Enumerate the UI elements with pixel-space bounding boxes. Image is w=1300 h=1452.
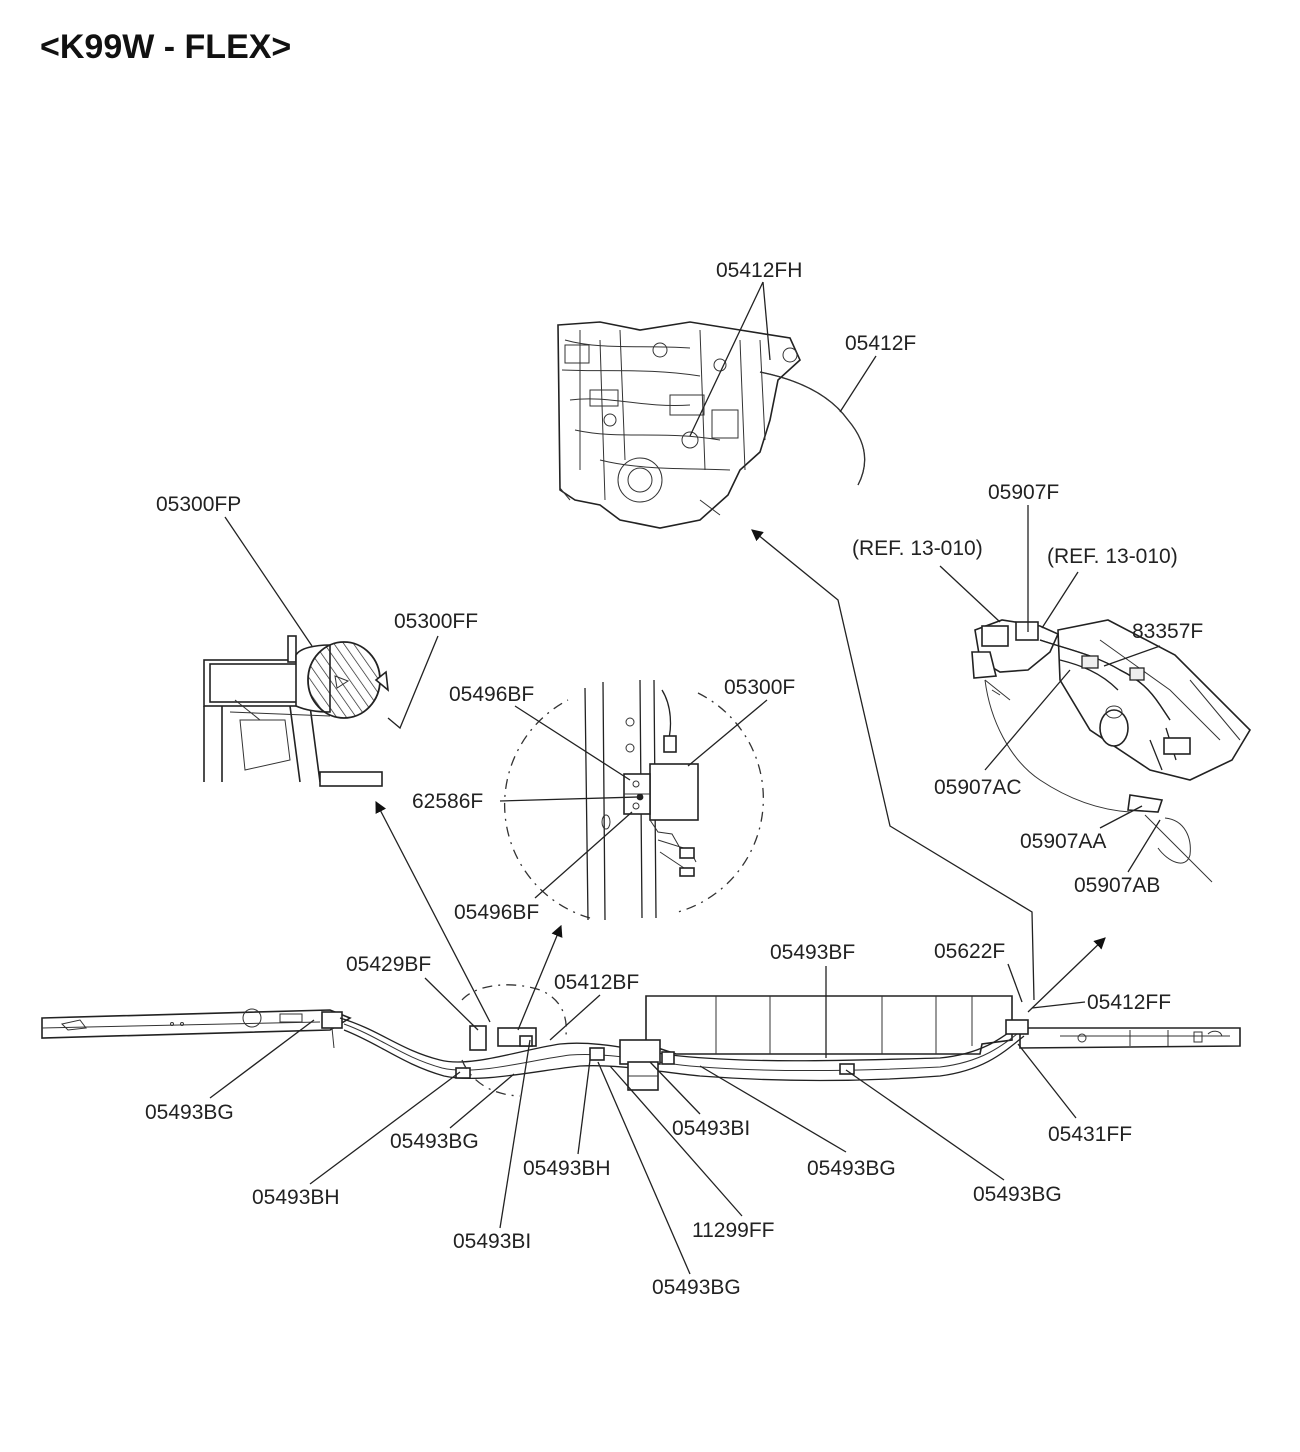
label-05493BG-2: 05493BG: [390, 1130, 479, 1153]
label-05300F: 05300F: [724, 676, 795, 699]
label-05412BF: 05412BF: [554, 971, 639, 994]
label-05300FF: 05300FF: [394, 610, 478, 633]
label-05493BF: 05493BF: [770, 941, 855, 964]
label-05429BF: 05429BF: [346, 953, 431, 976]
label-62586F: 62586F: [412, 790, 483, 813]
label-05907AA: 05907AA: [1020, 830, 1106, 853]
label-05622F: 05622F: [934, 940, 1005, 963]
label-05412FF: 05412FF: [1087, 991, 1171, 1014]
label-05493BH-1: 05493BH: [252, 1186, 340, 1209]
label-05907F: 05907F: [988, 481, 1059, 504]
diagram-title: <K99W - FLEX>: [40, 28, 291, 66]
label-ref-13-010-left: (REF. 13-010): [852, 537, 983, 560]
label-05493BI-2: 05493BI: [672, 1117, 750, 1140]
label-05493BG-3: 05493BG: [652, 1276, 741, 1299]
label-05493BG-5: 05493BG: [973, 1183, 1062, 1206]
label-05300FP: 05300FP: [156, 493, 241, 516]
label-ref-13-010-right: (REF. 13-010): [1047, 545, 1178, 568]
label-05412FH: 05412FH: [716, 259, 802, 282]
label-05493BH-2: 05493BH: [523, 1157, 611, 1180]
label-05496BF-bottom: 05496BF: [454, 901, 539, 924]
harness-detail: [971, 619, 1252, 883]
label-83357F: 83357F: [1132, 620, 1203, 643]
engine-detail: [557, 321, 866, 529]
label-05907AB: 05907AB: [1074, 874, 1160, 897]
label-05496BF-top: 05496BF: [449, 683, 534, 706]
label-05493BI-1: 05493BI: [453, 1230, 531, 1253]
label-05493BG-4: 05493BG: [807, 1157, 896, 1180]
frame-assembly: [41, 984, 1241, 1097]
label-05412F: 05412F: [845, 332, 916, 355]
label-05907AC: 05907AC: [934, 776, 1022, 799]
label-05431FF: 05431FF: [1048, 1123, 1132, 1146]
filter-detail: [504, 679, 764, 921]
filler-detail: [203, 635, 390, 787]
label-05493BG-1: 05493BG: [145, 1101, 234, 1124]
label-11299FF: 11299FF: [692, 1219, 775, 1242]
